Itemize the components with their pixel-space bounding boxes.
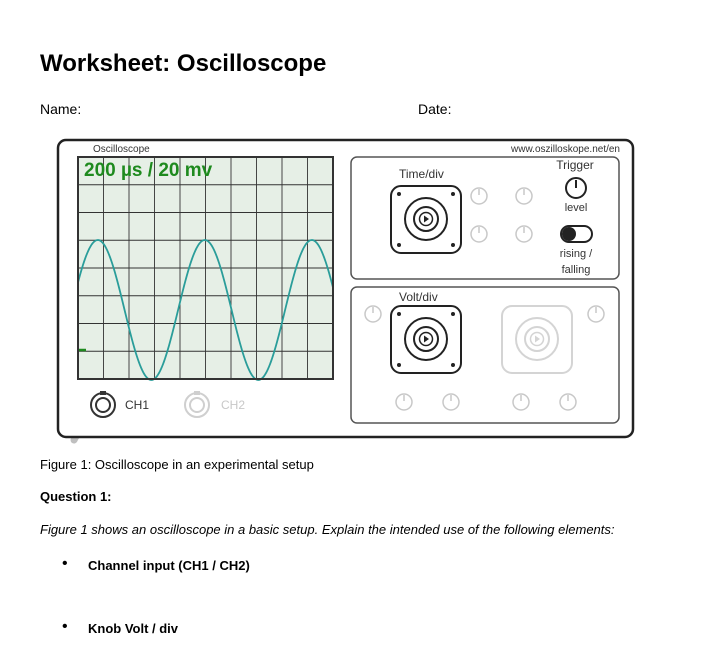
display-reading: 200 µs / 20 mv: [84, 160, 213, 181]
volt-div-knob[interactable]: [390, 305, 462, 374]
level-label: level: [565, 202, 588, 214]
inactive-knob: [515, 225, 533, 243]
ch1-label: CH1: [125, 398, 149, 412]
inactive-knob: [364, 305, 382, 323]
bullet-marker: •: [62, 555, 68, 572]
question-label: Question 1:: [40, 489, 112, 504]
inactive-knob: [470, 225, 488, 243]
ch2-volt-div-knob: [501, 305, 573, 374]
trigger-label: Trigger: [556, 158, 594, 172]
worksheet-title: Worksheet: Oscilloscope: [40, 50, 327, 77]
question-text: Figure 1 shows an oscilloscope in a basi…: [40, 522, 615, 537]
screen-grid: [78, 157, 333, 379]
oscilloscope-label: Oscilloscope: [93, 144, 150, 155]
inactive-knob: [512, 393, 530, 411]
inactive-knob: [470, 187, 488, 205]
bullet-volt-div-knob: Knob Volt / div: [88, 621, 179, 636]
volt-div-label: Volt/div: [399, 290, 438, 304]
bullet-channel-input: Channel input (CH1 / CH2): [88, 558, 250, 573]
name-label: Name:: [40, 101, 82, 117]
inactive-knob: [587, 305, 605, 323]
edge-label-rising: rising /: [560, 248, 593, 260]
oscilloscope-screen: 200 µs / 20 mv: [77, 156, 334, 381]
website-label: www.oszilloskope.net/en: [510, 144, 620, 155]
trigger-edge-toggle[interactable]: [560, 225, 593, 243]
waveform-trace: [77, 239, 334, 381]
time-div-knob[interactable]: [390, 185, 462, 254]
ch2-input-connector: [184, 391, 210, 418]
bullet-marker: •: [62, 618, 68, 635]
ch1-input-connector[interactable]: [90, 391, 116, 418]
ch2-label: CH2: [221, 398, 245, 412]
screen-frame: [77, 156, 334, 380]
figure-caption: Figure 1: Oscilloscope in an experimenta…: [40, 457, 314, 472]
inactive-knob: [442, 393, 460, 411]
edge-label-falling: falling: [562, 264, 591, 276]
inactive-knob: [559, 393, 577, 411]
inactive-knob: [395, 393, 413, 411]
date-label: Date:: [418, 101, 452, 117]
trigger-level-knob[interactable]: [565, 177, 587, 199]
inactive-knob: [515, 187, 533, 205]
time-div-label: Time/div: [399, 167, 444, 181]
